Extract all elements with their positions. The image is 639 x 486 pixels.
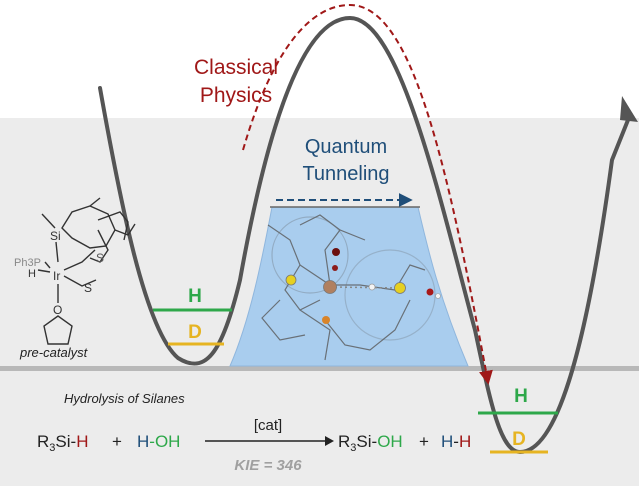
s-atom-label-1: S (96, 251, 104, 265)
tunneling-region (229, 206, 469, 367)
reactant-water: H-OH (137, 432, 180, 451)
quantum-label-line2: Tunneling (302, 163, 389, 185)
pre-catalyst-label: pre-catalyst (19, 345, 89, 360)
transition-state-structure (261, 214, 436, 361)
curve-arrowhead (620, 96, 638, 122)
kie-label: KIE = 346 (234, 457, 302, 474)
quantum-label-line1: Quantum (305, 136, 387, 158)
catalyst-label: [cat] (254, 417, 282, 434)
atoms (285, 248, 441, 324)
ir-atom-label: Ir (53, 269, 60, 283)
si-atom-label: Si (50, 229, 61, 243)
classical-label-line2: Physics (200, 84, 272, 107)
energy-curve (98, 15, 630, 455)
h-transfer-dotted (329, 286, 401, 289)
o-atom-label: O (53, 303, 62, 317)
plus-sign-2: + (419, 432, 429, 451)
reaction-arrowhead (325, 436, 334, 446)
reactant-silane: R3Si-H (37, 432, 88, 454)
hydrolysis-label: Hydrolysis of Silanes (64, 391, 185, 406)
plus-sign-1: + (112, 432, 122, 451)
baseline-band (0, 366, 639, 371)
product-silanol: R3Si-OH (338, 432, 403, 454)
classical-path-arrow (242, 3, 493, 385)
h-label-right: H (514, 386, 528, 407)
product-hydrogen: H-H (441, 432, 471, 451)
d-label-left: D (188, 322, 202, 343)
classical-label-line1: Classical (194, 56, 278, 79)
s-atom-label-2: S (84, 281, 92, 295)
h-atom-label: H (28, 268, 36, 280)
pre-catalyst-structure (37, 197, 136, 345)
d-label-right: D (512, 429, 526, 450)
h-label-left: H (188, 286, 202, 307)
ph3p-label: Ph3P (14, 257, 41, 269)
